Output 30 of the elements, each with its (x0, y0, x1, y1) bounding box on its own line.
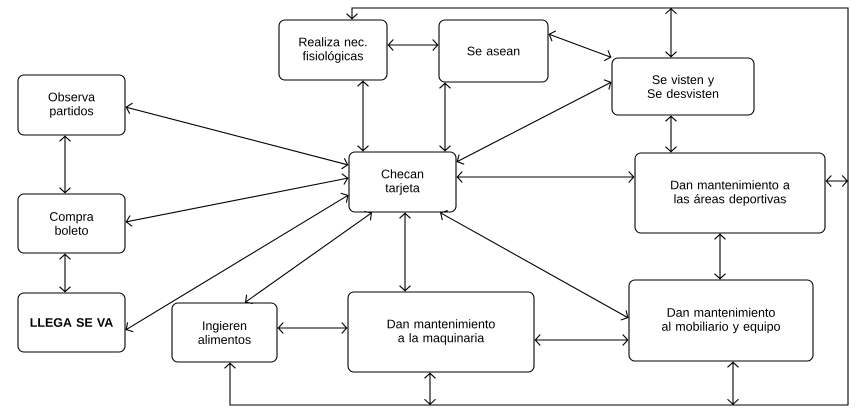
arrow (126, 102, 348, 170)
arrow (126, 192, 348, 332)
arrow (439, 82, 451, 152)
arrow (548, 30, 612, 62)
arrow (278, 322, 348, 334)
process-box: LLEGA SE VA (17, 292, 126, 353)
process-box: Realiza nec. fisiológicas (278, 19, 388, 81)
bus-line (224, 7, 849, 406)
arrow (456, 79, 612, 165)
arrow (357, 80, 369, 152)
process-box: Dan mantenimiento a la maquinaria (347, 291, 535, 373)
arrow (534, 334, 628, 346)
arrow (245, 210, 372, 304)
arrow (456, 171, 634, 183)
process-box: Ingieren alimentos (171, 302, 278, 363)
arrow (665, 116, 677, 152)
arrow (59, 254, 71, 292)
arrow (126, 173, 348, 227)
arrow (388, 39, 438, 51)
arrow (59, 136, 71, 194)
process-box: Dan mantenimiento al mobiliario y equipo (628, 279, 814, 362)
process-box: Checan tarjeta (348, 151, 457, 213)
process-box: Compra boleto (17, 193, 126, 254)
process-box: Se visten y Se desvisten (611, 57, 755, 116)
process-box: Se asean (438, 19, 549, 83)
arrow (440, 210, 628, 321)
arrow (714, 234, 726, 280)
process-box: Observa partidos (17, 74, 126, 136)
process-box: Dan mantenimiento a las áreas deportivas (634, 152, 826, 234)
arrow (399, 212, 411, 292)
